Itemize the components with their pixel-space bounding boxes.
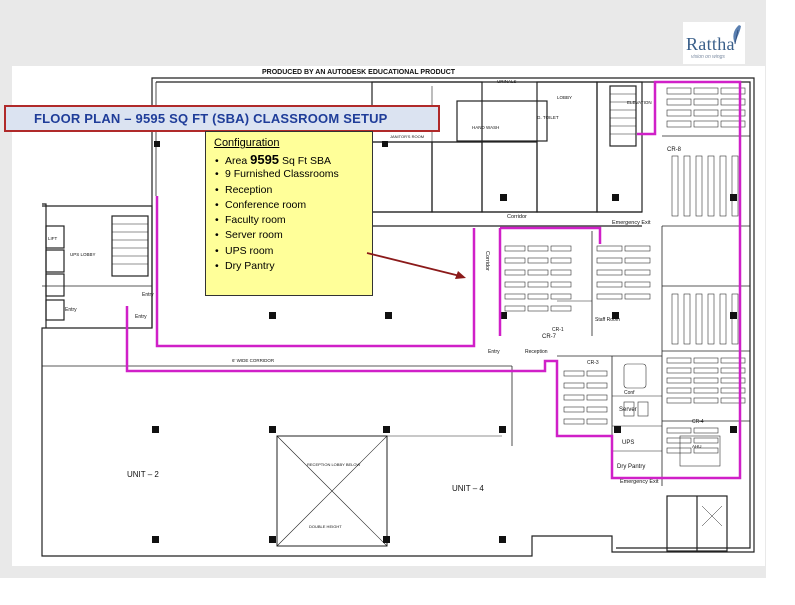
label-cr-4: CR-4: [692, 419, 704, 425]
label-ups-lobby: UPS LOBBY: [70, 252, 96, 257]
label-cr-1: CR-1: [552, 327, 564, 333]
plan-title-banner: FLOOR PLAN – 9595 SQ FT (SBA) CLASSROOM …: [4, 105, 440, 132]
logo-wordmark: Rattha: [686, 34, 735, 54]
label-ahu: AHU: [692, 444, 702, 449]
config-item: •Area 9595 Sq Ft SBA: [215, 152, 331, 167]
label-emergency-exit-top: Emergency Exit: [612, 220, 651, 226]
label-entry-reception: Entry: [488, 349, 500, 355]
label-janitors-room: JANITOR'S ROOM: [390, 134, 424, 139]
logo-tagline: vision on wings: [691, 54, 725, 60]
label-staff-room: Staff Room: [595, 317, 620, 323]
label-emergency-exit-bottom: Emergency Exit: [620, 479, 659, 485]
label-unit-4: UNIT – 4: [452, 484, 484, 493]
feather-icon: [733, 25, 741, 45]
label-ups: UPS: [622, 440, 634, 446]
configuration-heading: Configuration: [214, 137, 280, 149]
label-dry-pantry: Dry Pantry: [617, 464, 645, 470]
label-elevation: ELEVATION: [627, 100, 652, 105]
label-double-height: DOUBLE HEIGHT: [309, 524, 342, 529]
configuration-list: •Area 9595 Sq Ft SBA •9 Furnished Classr…: [215, 152, 339, 274]
label-urinals: URINALS: [497, 79, 517, 84]
config-item: •Dry Pantry: [215, 260, 275, 273]
label-reception: Reception: [525, 349, 548, 355]
label-corridor: Corridor: [507, 214, 527, 220]
label-lobby: LOBBY: [557, 95, 572, 100]
label-entry-center: Entry: [142, 292, 154, 298]
label-unit-2: UNIT – 2: [127, 470, 159, 479]
company-logo: Rattha vision on wings: [683, 22, 745, 64]
label-entry-left: Entry: [65, 307, 77, 313]
config-item: •UPS room: [215, 244, 274, 257]
config-item: •9 Furnished Classrooms: [215, 168, 339, 181]
floor-plan: PRODUCED BY AN AUTODESK EDUCATIONAL PROD…: [12, 66, 765, 566]
label-g-toilet: G. TOILET: [537, 115, 559, 120]
config-item: •Faculty room: [215, 214, 286, 227]
label-cr-7: CR-7: [542, 334, 557, 340]
config-item: •Conference room: [215, 198, 307, 211]
label-server: Server: [619, 407, 637, 413]
plan-title: FLOOR PLAN – 9595 SQ FT (SBA) CLASSROOM …: [34, 111, 388, 126]
label-reception-lobby: RECEPTION LOBBY BELOW: [307, 462, 360, 467]
configuration-box: Configuration •Area 9595 Sq Ft SBA •9 Fu…: [205, 131, 373, 296]
label-wide-corridor: 6' WIDE CORRIDOR: [232, 358, 275, 363]
config-item: •Server room: [215, 229, 283, 242]
autodesk-banner: PRODUCED BY AN AUTODESK EDUCATIONAL PROD…: [262, 69, 456, 76]
label-lift: LIFT: [48, 236, 58, 241]
label-cr-3: CR-3: [587, 360, 599, 366]
label-conf: Conf: [624, 390, 635, 396]
label-hand-wash: HAND WASH: [472, 125, 499, 130]
label-entry-left-2: Entry: [135, 314, 147, 320]
label-cr-8: CR-8: [667, 147, 682, 153]
label-corridor-vertical: Corridor: [484, 251, 490, 271]
config-item: •Reception: [215, 183, 273, 196]
